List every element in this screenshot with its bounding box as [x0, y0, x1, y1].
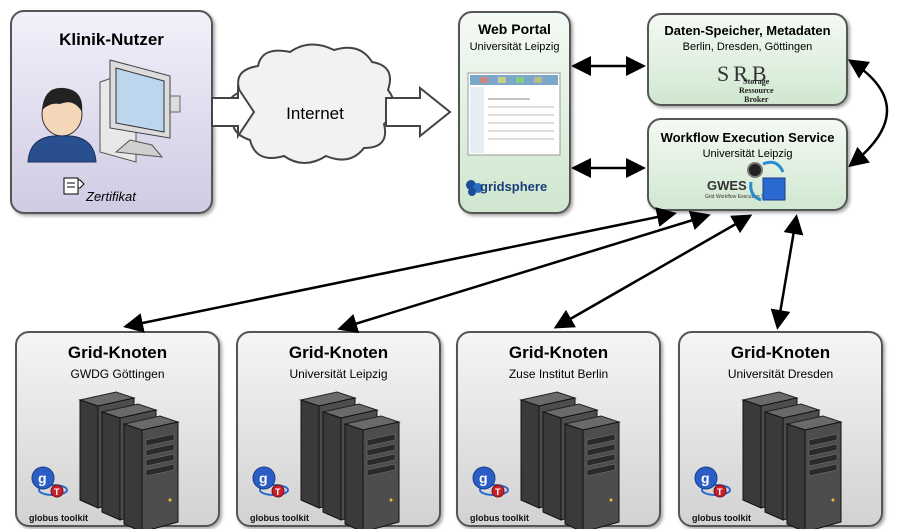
gwes-title: Workflow Execution Service	[660, 130, 835, 145]
globus-t-icon	[50, 484, 64, 498]
workflow-cycle-icon	[747, 160, 786, 202]
zertifikat-label: Zertifikat	[86, 189, 136, 204]
globus-t-icon	[271, 484, 285, 498]
srb-caption: Storage Ressource Broker	[739, 77, 774, 104]
daten-subtitle: Berlin, Dresden, Göttingen	[682, 41, 813, 53]
arrow-daten-gwes	[847, 59, 889, 168]
web-portal-box: Web Portal Universität Leipzig gridspher…	[458, 11, 571, 214]
srb-logo: SRB	[717, 61, 771, 86]
node-subtitle: Universität Leipzig	[289, 367, 388, 381]
daten-speicher-box: Daten-Speicher, Metadaten Berlin, Dresde…	[647, 13, 848, 106]
node-subtitle: Zuse Institut Berlin	[508, 367, 609, 381]
globus-toolkit-label: globus toolkit	[250, 513, 309, 523]
svg-text:g: g	[701, 470, 710, 486]
portal-title: Web Portal	[478, 21, 551, 37]
globus-g-icon	[694, 466, 718, 490]
user-computer-icon	[27, 59, 181, 195]
svg-text:T: T	[54, 487, 60, 497]
globus-toolkit-label: globus toolkit	[692, 513, 751, 523]
gwes-subtitle: Universität Leipzig	[702, 148, 793, 160]
node-subtitle: Universität Dresden	[727, 367, 834, 381]
portal-subtitle: Universität Leipzig	[469, 41, 560, 53]
svg-text:T: T	[495, 487, 501, 497]
arrow-gwes-node3	[553, 214, 753, 329]
gwes-logo: GWES	[707, 178, 747, 193]
globus-toolkit-label: globus toolkit	[29, 513, 88, 523]
portal-screenshot-icon	[467, 72, 561, 156]
internet-label: Internet	[286, 104, 344, 123]
svg-text:g: g	[479, 470, 488, 486]
node-title: Grid-Knoten	[67, 343, 168, 362]
globus-t-icon	[713, 484, 727, 498]
node-title: Grid-Knoten	[288, 343, 389, 362]
workflow-execution-service-box: Workflow Execution Service Universität L…	[647, 118, 848, 211]
globus-toolkit-label: globus toolkit	[470, 513, 529, 523]
svg-text:g: g	[38, 470, 47, 486]
arrow-gwes-node4	[770, 214, 804, 330]
globus-g-icon	[31, 466, 55, 490]
svg-text:T: T	[275, 487, 281, 497]
svg-text:T: T	[717, 487, 723, 497]
svg-text:g: g	[259, 470, 268, 486]
node-title: Grid-Knoten	[730, 343, 831, 362]
node-subtitle: GWDG Göttingen	[70, 367, 165, 381]
gwes-tagline: Grid Workflow Execution Service	[705, 194, 778, 200]
gridsphere-logo-icon	[466, 180, 483, 196]
klinik-title: Klinik-Nutzer	[59, 30, 164, 49]
globus-g-icon	[252, 466, 276, 490]
globus-g-icon	[472, 466, 496, 490]
daten-title: Daten-Speicher, Metadaten	[664, 23, 831, 38]
klinik-nutzer-box: Klinik-Nutzer Zertifikat	[10, 10, 213, 214]
node-title: Grid-Knoten	[508, 343, 609, 362]
gridsphere-label: gridsphere	[480, 179, 548, 194]
globus-t-icon	[491, 484, 505, 498]
